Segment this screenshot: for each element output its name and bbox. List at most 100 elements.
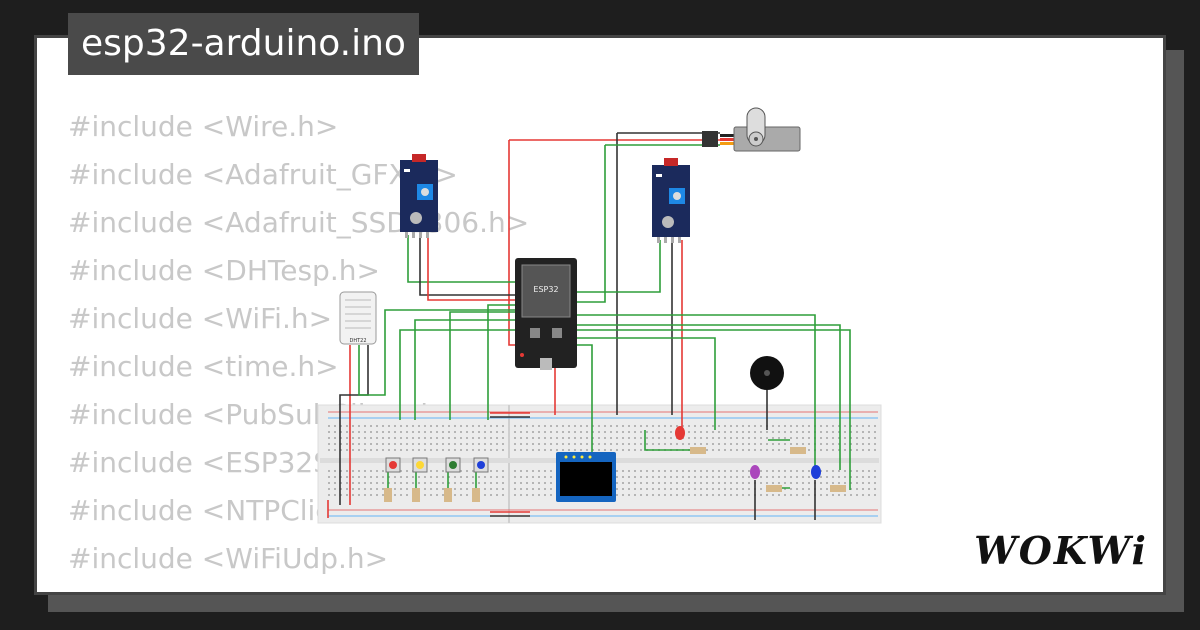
breadboard-hole xyxy=(442,470,444,472)
breadboard-hole xyxy=(862,425,864,427)
breadboard-hole xyxy=(442,443,444,445)
breadboard-hole xyxy=(346,431,348,433)
breadboard-hole xyxy=(568,437,570,439)
breadboard-hole xyxy=(442,425,444,427)
breadboard-hole xyxy=(388,431,390,433)
breadboard-hole xyxy=(862,488,864,490)
breadboard-hole xyxy=(436,437,438,439)
breadboard-hole xyxy=(382,470,384,472)
breadboard-hole xyxy=(598,443,600,445)
breadboard-hole xyxy=(370,470,372,472)
breadboard-hole xyxy=(742,443,744,445)
breadboard-hole xyxy=(532,488,534,490)
breadboard-hole xyxy=(586,431,588,433)
breadboard-hole xyxy=(466,425,468,427)
breadboard-hole xyxy=(658,437,660,439)
breadboard-hole xyxy=(676,476,678,478)
breadboard-hole xyxy=(712,470,714,472)
breadboard-hole xyxy=(844,437,846,439)
breadboard-hole xyxy=(364,449,366,451)
dht22-sensor[interactable]: DHT22 xyxy=(339,291,377,345)
breadboard-hole xyxy=(850,449,852,451)
breadboard-hole xyxy=(502,494,504,496)
breadboard-hole xyxy=(514,449,516,451)
breadboard-hole xyxy=(718,431,720,433)
breadboard-hole xyxy=(370,494,372,496)
breadboard-hole xyxy=(808,449,810,451)
breadboard-hole xyxy=(532,476,534,478)
breadboard-hole xyxy=(766,449,768,451)
breadboard-hole xyxy=(334,494,336,496)
breadboard-hole xyxy=(856,470,858,472)
breadboard-hole xyxy=(742,431,744,433)
breadboard-hole xyxy=(520,488,522,490)
breadboard-hole xyxy=(736,437,738,439)
breadboard-hole xyxy=(538,431,540,433)
breadboard-hole xyxy=(412,431,414,433)
breadboard-hole xyxy=(520,425,522,427)
breadboard-hole xyxy=(838,443,840,445)
breadboard-hole xyxy=(772,476,774,478)
breadboard-hole xyxy=(382,425,384,427)
breadboard-hole xyxy=(346,443,348,445)
breadboard-hole xyxy=(844,482,846,484)
breadboard-hole xyxy=(502,470,504,472)
breadboard-hole xyxy=(790,476,792,478)
breadboard-hole xyxy=(778,443,780,445)
breadboard-hole xyxy=(826,482,828,484)
ldr-sensor-module-right[interactable] xyxy=(652,158,690,243)
breadboard-hole xyxy=(682,470,684,472)
breadboard-hole xyxy=(838,425,840,427)
breadboard-hole xyxy=(688,488,690,490)
servo-motor[interactable] xyxy=(702,107,801,152)
breadboard-hole xyxy=(550,425,552,427)
breadboard-hole xyxy=(700,443,702,445)
breadboard-hole xyxy=(748,443,750,445)
breadboard-hole xyxy=(874,494,876,496)
breadboard-hole xyxy=(370,449,372,451)
file-title[interactable]: esp32-arduino.ino xyxy=(68,13,419,75)
esp32-board[interactable]: ESP32 xyxy=(515,258,577,370)
breadboard-hole xyxy=(868,470,870,472)
breadboard-hole xyxy=(442,482,444,484)
ldr-sensor-module-left[interactable] xyxy=(400,154,438,238)
push-buttons[interactable] xyxy=(385,457,489,473)
breadboard-hole xyxy=(694,437,696,439)
breadboard-hole xyxy=(712,425,714,427)
breadboard-hole xyxy=(496,437,498,439)
breadboard-hole xyxy=(766,443,768,445)
breadboard-hole xyxy=(550,476,552,478)
breadboard-hole xyxy=(820,443,822,445)
breadboard-hole xyxy=(766,470,768,472)
oled-display[interactable] xyxy=(556,452,616,502)
breadboard-hole xyxy=(856,437,858,439)
breadboard-hole xyxy=(706,470,708,472)
breadboard-hole xyxy=(730,431,732,433)
breadboard-hole xyxy=(328,425,330,427)
breadboard-hole xyxy=(502,425,504,427)
breadboard-hole xyxy=(568,449,570,451)
breadboard-hole xyxy=(724,443,726,445)
breadboard-hole xyxy=(394,443,396,445)
breadboard-hole xyxy=(472,449,474,451)
breadboard-hole xyxy=(406,482,408,484)
breadboard-hole xyxy=(796,443,798,445)
breadboard-hole xyxy=(358,425,360,427)
breadboard-hole xyxy=(514,443,516,445)
breadboard-hole xyxy=(808,431,810,433)
breadboard-hole xyxy=(382,431,384,433)
breadboard-hole xyxy=(496,488,498,490)
breadboard-hole xyxy=(616,476,618,478)
breadboard-hole xyxy=(682,488,684,490)
breadboard-hole xyxy=(418,482,420,484)
breadboard-hole xyxy=(520,476,522,478)
breadboard-hole xyxy=(748,470,750,472)
buzzer[interactable] xyxy=(750,356,784,390)
breadboard-hole xyxy=(718,437,720,439)
breadboard-hole xyxy=(358,449,360,451)
leds[interactable] xyxy=(675,426,821,479)
breadboard-hole xyxy=(808,494,810,496)
breadboard-hole xyxy=(640,482,642,484)
breadboard-hole xyxy=(616,449,618,451)
